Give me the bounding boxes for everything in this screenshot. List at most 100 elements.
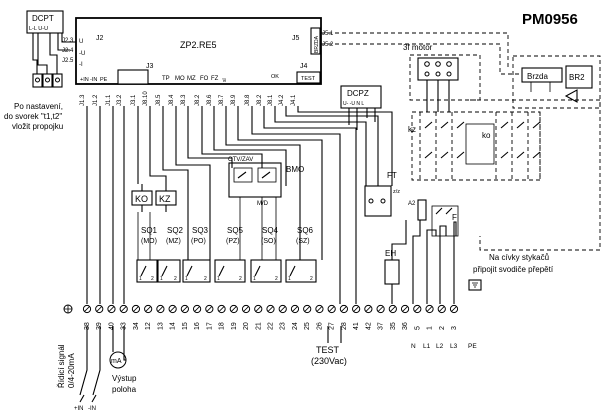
switch-contact-number: 1 xyxy=(288,276,291,282)
terminal-slot xyxy=(378,306,384,312)
terminal-number: 25 xyxy=(304,322,311,330)
terminal-slot xyxy=(194,306,200,312)
limit-switch-labels: SQ1 (MO) SQ2 (MZ) SQ3 (PO) SQ5 (PZ) SQ4 … xyxy=(141,226,314,245)
test-voltage: (230Vac) xyxy=(311,356,347,366)
terminal-number: 41 xyxy=(353,322,360,330)
terminal-slot xyxy=(255,306,261,312)
limit-switch-box xyxy=(136,259,158,283)
terminal-number: 28 xyxy=(341,322,348,330)
dcpz-label: DCPZ xyxy=(347,89,369,98)
left-note-line1: Po nastavení, xyxy=(14,102,63,111)
j2-5-label: J2.5 xyxy=(62,58,74,64)
terminal-number: 34 xyxy=(133,322,140,330)
zz-label: z/z xyxy=(393,189,400,195)
pin-label: J8.3 xyxy=(181,94,187,106)
contactor-area: kz ko xyxy=(408,111,541,181)
terminal-number: 35 xyxy=(390,322,397,330)
eh-label: EH xyxy=(385,249,396,258)
terminal-number: 13 xyxy=(157,322,164,330)
limit-switch-box xyxy=(250,259,282,283)
terminal-number: 19 xyxy=(231,322,238,330)
pin-label: J3.2 xyxy=(117,94,123,106)
switch-contact xyxy=(161,265,168,277)
limit-switch-box xyxy=(214,259,246,283)
terminal-slot xyxy=(96,306,102,312)
input-pin-label: PE xyxy=(100,77,108,83)
dcpt-pins: L-L U-U xyxy=(29,26,48,32)
sq4-func: (SO) xyxy=(261,238,276,245)
plus-in-label: +IN xyxy=(74,406,84,412)
mid-label-sl: sl xyxy=(222,78,228,82)
test-inner-label: TEST xyxy=(301,76,316,82)
terminal-slot xyxy=(353,306,359,312)
power-terminal-label: L2 xyxy=(436,343,444,350)
right-note-line1: Na cívky stykačů xyxy=(489,253,549,262)
signal-notes: Řídicí signál 0/4-20mA Výstup poloha mA … xyxy=(57,326,137,412)
j3-label: J3 xyxy=(146,63,154,70)
terminal-slot xyxy=(402,306,408,312)
terminal-slot xyxy=(170,306,176,312)
terminal-number: 14 xyxy=(170,322,177,330)
terminal-slot xyxy=(292,306,298,312)
mid-label-tp: TP xyxy=(162,76,170,82)
signal-line1: Řídicí signál xyxy=(57,344,66,388)
sq3-func: (PO) xyxy=(191,238,206,245)
terminal-slot xyxy=(439,306,445,312)
switch-contact-number: 2 xyxy=(239,276,242,282)
mid-label-fz: FZ xyxy=(211,76,219,82)
terminal-slot xyxy=(341,306,347,312)
zp2-label: ZP2.RE5 xyxy=(180,40,217,50)
terminal-number: 36 xyxy=(402,322,409,330)
left-note-line3: vložit propojku xyxy=(12,122,63,131)
terminal-slot xyxy=(329,306,335,312)
input-pin-label: +IN xyxy=(80,77,89,83)
terminal-slot xyxy=(316,306,323,312)
j2-mark-minus-u: -U xyxy=(79,51,85,57)
switch-contact-number: 2 xyxy=(275,276,278,282)
terminal-slot xyxy=(218,306,225,312)
sq2-name: SQ2 xyxy=(167,226,184,235)
dcpt-module: DCPT L-L U-U xyxy=(26,10,64,34)
terminal-number: 12 xyxy=(145,322,152,330)
sq2-func: (MZ) xyxy=(166,238,181,245)
terminal-number: 3 xyxy=(451,326,458,330)
terminal-slot xyxy=(280,306,286,312)
sq1-func: (MO) xyxy=(141,238,157,245)
motor-label: 3f motor xyxy=(403,43,433,52)
dcpt-label: DCPT xyxy=(32,14,54,23)
terminal-slot xyxy=(182,306,188,312)
ok-label: OK xyxy=(271,74,279,80)
ko-relay-label: KO xyxy=(135,194,148,204)
terminal-number: 17 xyxy=(206,322,213,330)
terminal-number: 20 xyxy=(243,322,250,330)
terminal-slot xyxy=(121,306,127,312)
brzda-label: Brzda xyxy=(527,72,548,81)
terminal-slot xyxy=(206,306,212,312)
left-note-line2: do svorek "t1,t2" xyxy=(4,112,62,121)
terminal-number: 1 xyxy=(427,326,434,330)
md-label: M/D xyxy=(257,201,269,207)
f-label: F xyxy=(452,213,457,222)
sq1-name: SQ1 xyxy=(141,226,158,235)
terminal-number: 22 xyxy=(268,322,275,330)
terminal-slot xyxy=(365,306,371,312)
switch-contact-number: 2 xyxy=(310,276,313,282)
mid-label-fo: FO xyxy=(200,76,209,82)
pin-label: J8.1 xyxy=(268,94,274,106)
switch-contact-number: 1 xyxy=(217,276,220,282)
switch-contact-number: 2 xyxy=(151,276,154,282)
input-pin-label: -IN xyxy=(90,77,97,83)
test-bottom: TEST (230Vac) xyxy=(311,326,347,366)
j5-1-label: J5.1 xyxy=(322,31,334,37)
power-terminal-label: PE xyxy=(468,343,477,350)
output-line1: Výstup xyxy=(112,374,137,383)
sq6-func: (SZ) xyxy=(296,238,310,245)
terminal-slot xyxy=(451,306,457,312)
limit-switch-box xyxy=(285,259,317,283)
mid-label-mo: MO xyxy=(175,76,185,82)
diagram-title: PM0956 xyxy=(522,11,578,28)
pin-label: J8.7 xyxy=(219,94,225,106)
pe-ground-right xyxy=(468,279,482,291)
